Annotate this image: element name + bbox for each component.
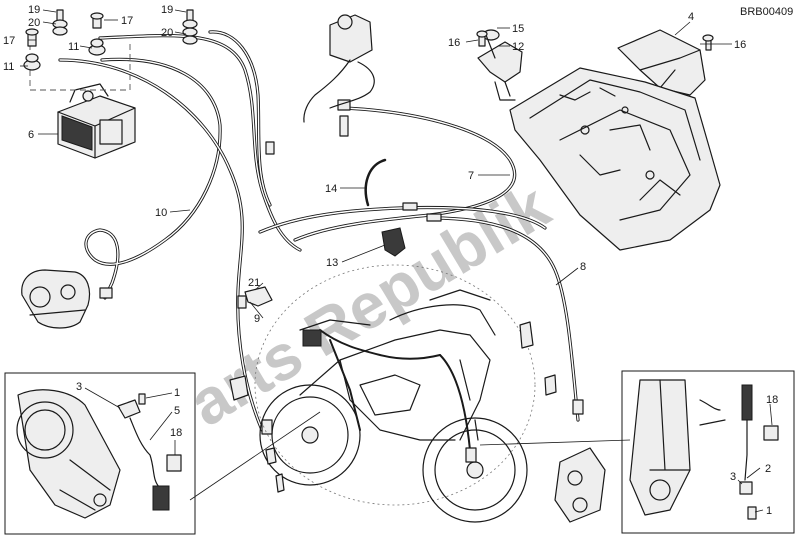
callout-1-front: 1 (766, 505, 772, 517)
callout-20-left: 20 (28, 17, 40, 29)
callout-21: 21 (248, 277, 260, 289)
callout-3-rear: 3 (76, 381, 82, 393)
leader-lines (20, 9, 773, 513)
banjo-fitting-11-left (23, 53, 41, 71)
callout-16-left: 16 (448, 37, 460, 49)
banjo-bolt-17-right (90, 12, 104, 29)
callout-18-rear: 18 (170, 427, 182, 439)
callout-17-right: 17 (121, 15, 133, 27)
washer-20 (182, 35, 198, 45)
cable-clip-14 (364, 158, 387, 207)
small-hardware (229, 321, 557, 493)
fitting-joint-3 (265, 141, 275, 155)
banjo-fitting-11-right (88, 38, 106, 56)
bolt-16-right (702, 34, 714, 51)
front-brake-lever-assembly (303, 14, 375, 137)
bolt-16 (476, 30, 488, 47)
callout-20-right: 20 (161, 27, 173, 39)
callout-11-right: 11 (68, 41, 79, 53)
bracket-4 (617, 29, 706, 96)
inset-rear-speed-sensor (4, 372, 196, 535)
callout-19-left: 19 (28, 4, 40, 16)
callout-12: 12 (512, 41, 524, 53)
callout-6: 6 (28, 129, 34, 141)
brake-hose-10 (84, 57, 222, 300)
inset-connector-lines (189, 411, 631, 501)
callout-2: 2 (765, 463, 771, 475)
inset-front-speed-sensor (621, 370, 795, 534)
hose-fittings (99, 99, 584, 435)
callout-10: 10 (155, 207, 167, 219)
banjo-bolt-17-left (25, 28, 39, 47)
abs-fittings-group (23, 9, 198, 91)
fitting-joint-2 (426, 213, 442, 222)
motorcycle-outline (254, 264, 536, 523)
fitting-joint-8 (261, 419, 273, 435)
bleed-screw-19-right (182, 9, 198, 37)
callout-7: 7 (468, 170, 474, 182)
callout-1-rear: 1 (174, 387, 180, 399)
fitting-joint-4 (572, 399, 584, 415)
callout-9: 9 (254, 313, 260, 325)
clamp-13 (381, 227, 406, 257)
callout-19-right: 19 (161, 4, 173, 16)
callout-5: 5 (174, 405, 180, 417)
callout-4: 4 (688, 11, 694, 23)
callout-18-front: 18 (766, 394, 778, 406)
callout-14: 14 (325, 183, 337, 195)
battery-tray (509, 67, 721, 251)
callout-3-front: 3 (730, 471, 736, 483)
fitting-joint-5 (237, 295, 247, 309)
diagram-code: BRB00409 (740, 6, 793, 18)
fitting-joint-1 (402, 202, 418, 211)
brake-hoses (58, 30, 580, 432)
callout-numbers: 6 11 11 17 17 19 20 19 20 10 7 8 14 13 2… (3, 4, 778, 517)
rear-brake-caliper (21, 269, 91, 329)
clip-21 (244, 286, 273, 307)
callout-13: 13 (326, 257, 338, 269)
bleed-screw-19-left (52, 9, 68, 36)
callout-15: 15 (512, 23, 524, 35)
callout-17-left: 17 (3, 35, 15, 47)
abs-modulator-unit (57, 83, 136, 159)
front-brake-caliper (554, 447, 606, 523)
callout-8: 8 (580, 261, 586, 273)
fitting-joint-6 (99, 287, 113, 299)
callout-11-left: 11 (3, 61, 14, 73)
callout-16-right: 16 (734, 39, 746, 51)
